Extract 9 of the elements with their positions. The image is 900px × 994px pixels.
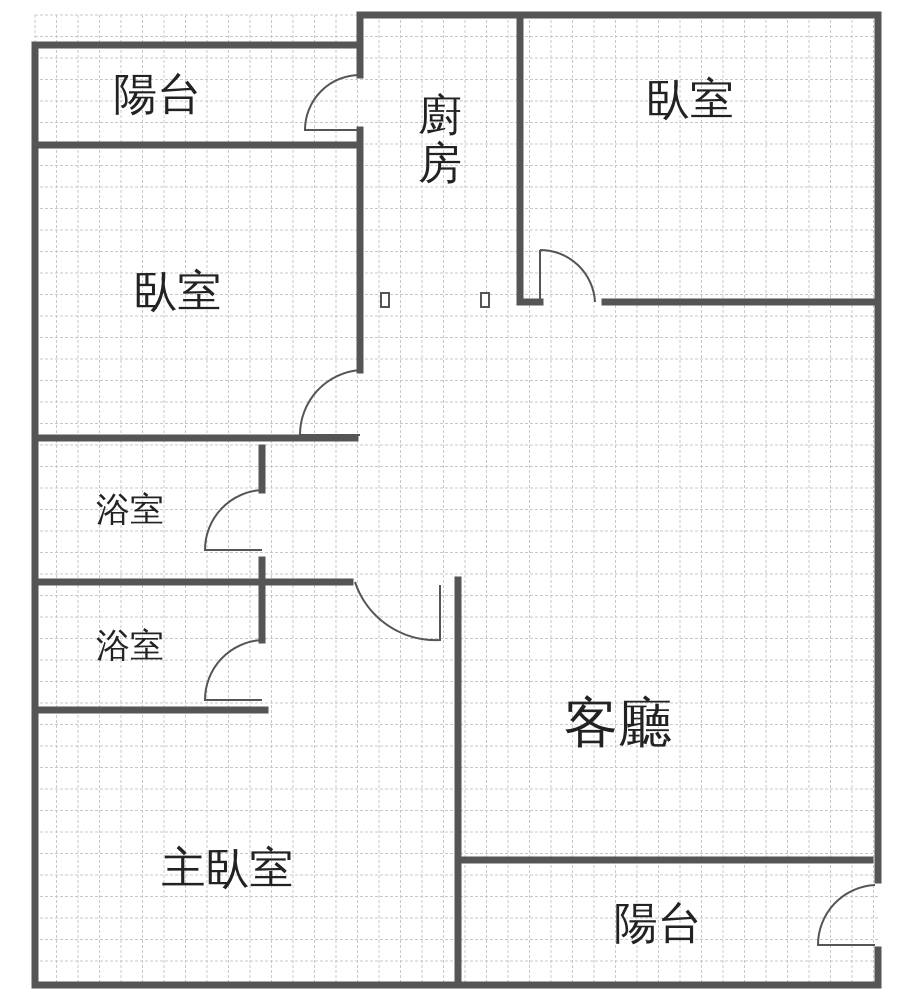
room-label: 浴室 — [96, 492, 164, 530]
room-label: 客廳 — [564, 692, 672, 752]
room-label: 陽台 — [114, 70, 202, 120]
room-label: 主臥室 — [162, 844, 294, 894]
room-label: 陽台 — [614, 900, 702, 948]
room-label: 廚房 — [418, 92, 462, 188]
room-label: 臥室 — [646, 76, 734, 124]
room-label: 臥室 — [134, 268, 222, 317]
room-label: 浴室 — [96, 628, 164, 666]
